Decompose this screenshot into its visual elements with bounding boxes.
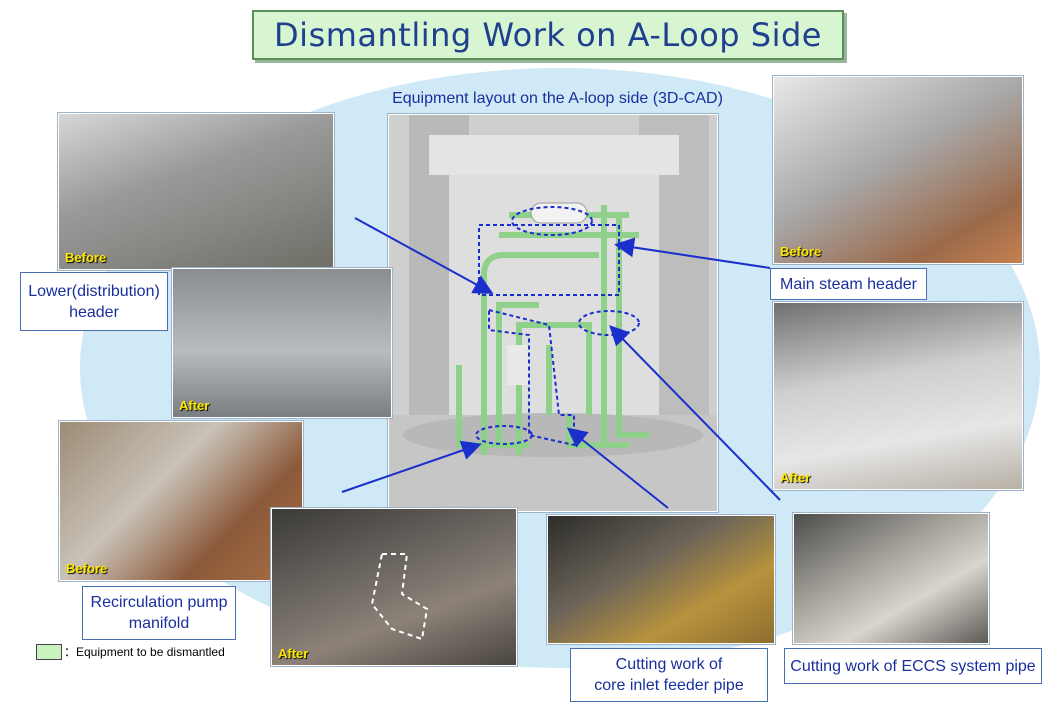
caption-main-steam-text: Main steam header xyxy=(780,275,917,293)
after-label: After xyxy=(278,646,309,661)
page-title: Dismantling Work on A-Loop Side xyxy=(274,16,822,54)
legend-swatch xyxy=(36,644,62,660)
cad-caption: Equipment layout on the A-loop side (3D-… xyxy=(392,90,723,107)
legend-text: ：Equipment to be dismantled xyxy=(64,645,225,659)
after-label: After xyxy=(179,398,210,413)
dismantled-outline xyxy=(370,553,429,641)
title-box: Dismantling Work on A-Loop Side xyxy=(252,10,844,60)
after-label: After xyxy=(780,470,811,485)
caption-recirc-pump: Recirculation pump manifold xyxy=(82,586,236,640)
before-label: Before xyxy=(780,244,822,259)
caption-lower-header-line2: header xyxy=(69,303,119,321)
photo-main-steam-after: After xyxy=(773,302,1023,490)
caption-eccs-text: Cutting work of ECCS system pipe xyxy=(790,657,1036,675)
caption-recirc-line1: Recirculation pump xyxy=(90,594,228,611)
cad-image xyxy=(388,114,718,512)
caption-core-inlet-line1: Cutting work of xyxy=(615,656,723,673)
arrow-eccs xyxy=(609,325,781,501)
caption-core-inlet: Cutting work of core inlet feeder pipe xyxy=(570,648,768,702)
caption-lower-header: Lower(distribution) header xyxy=(20,272,168,331)
arrow-lower-header xyxy=(354,217,494,294)
photo-recirc-after: After xyxy=(271,508,517,666)
photo-core-inlet-cutting xyxy=(547,515,775,644)
before-label: Before xyxy=(66,561,108,576)
caption-recirc-line2: manifold xyxy=(128,615,190,632)
photo-lower-header-before: Before xyxy=(58,113,334,270)
before-label: Before xyxy=(65,250,107,265)
arrow-main-steam xyxy=(614,237,771,269)
arrow-recirc xyxy=(341,440,482,493)
photo-main-steam-before: Before xyxy=(773,76,1023,264)
cad-drawing xyxy=(389,115,717,511)
caption-core-inlet-line2: core inlet feeder pipe xyxy=(594,677,744,694)
caption-lower-header-line1: Lower(distribution) xyxy=(28,282,160,300)
arrow-core-inlet xyxy=(566,427,669,509)
photo-recirc-before: Before xyxy=(59,421,303,581)
caption-eccs: Cutting work of ECCS system pipe xyxy=(784,648,1042,684)
photo-eccs-cutting xyxy=(793,513,989,644)
photo-lower-header-after: After xyxy=(172,268,392,418)
caption-main-steam-header: Main steam header xyxy=(770,268,927,300)
